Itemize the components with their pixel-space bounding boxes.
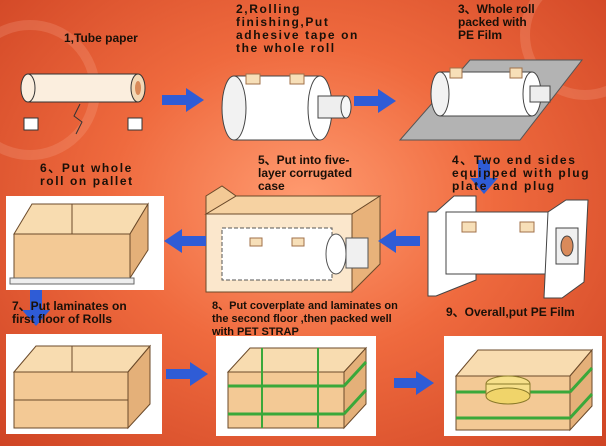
arrow-left-icon [164, 229, 206, 253]
step6-label: 6、Put whole roll on pallet [40, 161, 134, 188]
step2-label: 2,Rolling finishing,Put adhesive tape on… [236, 2, 359, 55]
step1-label: 1,Tube paper [64, 31, 138, 45]
step9-label: 9、Overall,put PE Film [446, 305, 575, 319]
arrow-down-icon [470, 160, 498, 194]
step3-label: 3、Whole roll packed with PE Film [458, 2, 535, 42]
arrow-left-icon [378, 229, 420, 253]
arrow-down-icon [22, 290, 50, 326]
step4-label: 4、Two end sides equipped with plug plate… [452, 153, 591, 193]
step5-label: 5、Put into five- layer corrugated case [258, 153, 353, 193]
arrow-right-icon [162, 88, 204, 112]
step8-label: 8、Put coverplate and laminates on the se… [212, 300, 398, 338]
arrow-right-icon [394, 371, 434, 395]
arrow-right-icon [354, 89, 396, 113]
arrow-right-icon [166, 362, 208, 386]
step7-label: 7、Put laminates on first floor of Rolls [12, 299, 127, 326]
background-decoration [520, 0, 606, 100]
